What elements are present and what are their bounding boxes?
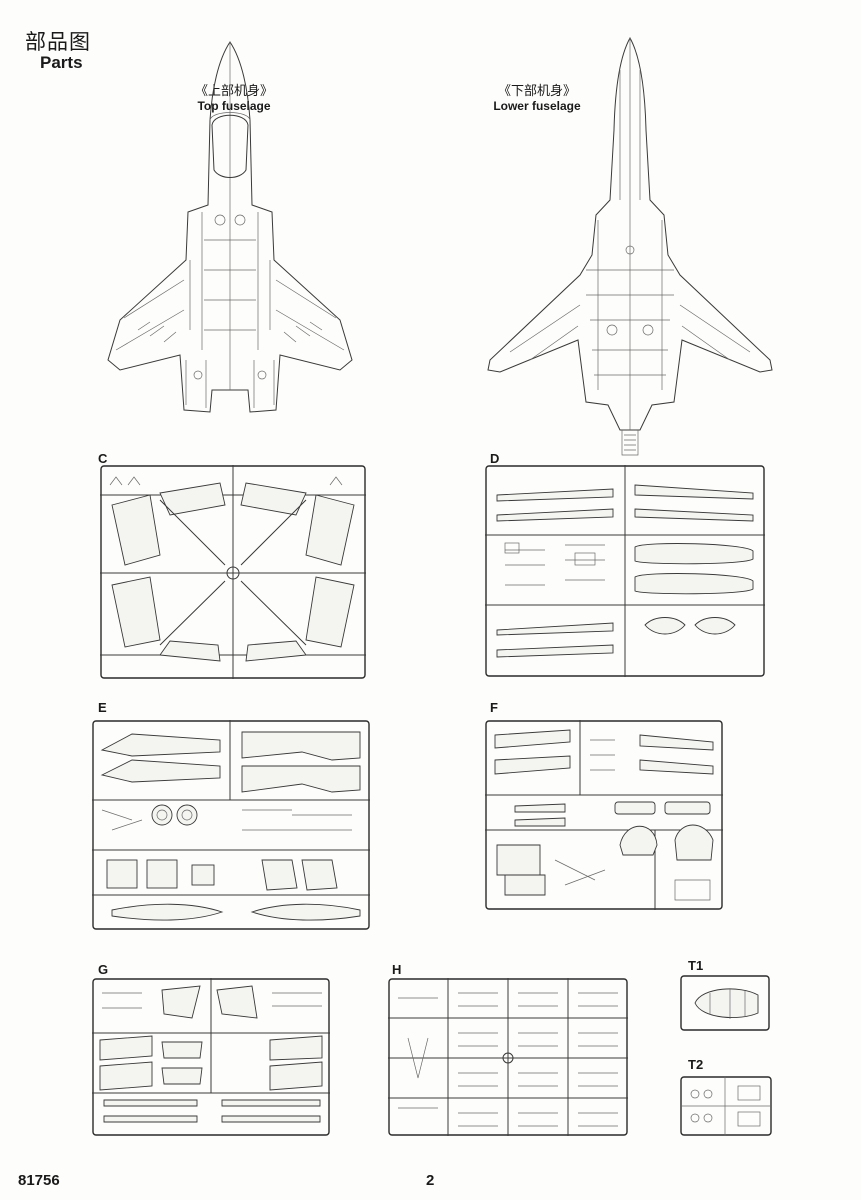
- top-fuselage-drawing: [107, 41, 353, 413]
- sprue-t2-drawing: [680, 1076, 772, 1136]
- sprue-f-drawing: [485, 720, 723, 910]
- sprue-label-g: G: [98, 962, 109, 977]
- top-fuselage-caption: 《上部机身》 Top fuselage: [134, 80, 334, 113]
- sprue-label-c: C: [98, 451, 108, 466]
- sprue-label-d: D: [490, 451, 500, 466]
- sprue-label-t2: T2: [688, 1057, 704, 1072]
- page-number: 2: [426, 1172, 435, 1189]
- lower-fuselage-caption-en: Lower fuselage: [493, 99, 581, 113]
- product-code: 81756: [18, 1172, 60, 1189]
- sprue-label-f: F: [490, 700, 498, 715]
- lower-fuselage-drawing: [487, 36, 773, 456]
- sprue-label-t1: T1: [688, 958, 704, 973]
- lower-fuselage-caption-cn: 《下部机身》: [497, 84, 576, 99]
- sprue-label-e: E: [98, 700, 107, 715]
- sprue-g-drawing: [92, 978, 330, 1136]
- sprue-h-drawing: [388, 978, 628, 1136]
- top-fuselage-caption-en: Top fuselage: [197, 99, 271, 113]
- sprue-t1-drawing: [680, 975, 770, 1031]
- page-title-cn: 部品图: [25, 30, 91, 54]
- top-fuselage-caption-cn: 《上部机身》: [194, 84, 273, 99]
- sprue-label-h: H: [392, 962, 402, 977]
- sprue-c-drawing: [100, 465, 366, 679]
- sprue-d-drawing: [485, 465, 765, 677]
- lower-fuselage-caption: 《下部机身》 Lower fuselage: [437, 80, 637, 113]
- page-title-en: Parts: [40, 53, 83, 72]
- sprue-e-drawing: [92, 720, 370, 930]
